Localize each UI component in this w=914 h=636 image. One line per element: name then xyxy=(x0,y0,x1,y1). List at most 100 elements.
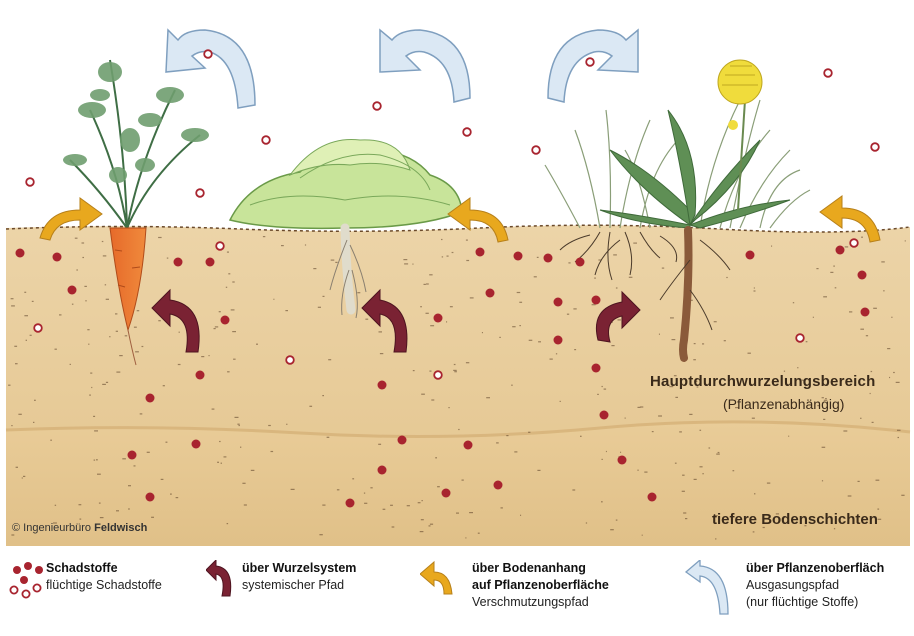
soil-speck xyxy=(105,284,106,285)
soil-speck xyxy=(116,510,119,511)
soil-speck xyxy=(140,413,143,414)
soil-speck xyxy=(88,344,89,345)
volatile-pollutant-dot xyxy=(586,58,594,66)
soil-speck xyxy=(876,480,880,481)
volatile-pollutant-dot xyxy=(434,371,442,379)
soil-speck xyxy=(724,340,726,341)
soil-speck xyxy=(263,236,265,237)
soil-speck xyxy=(331,260,335,261)
soil-speck xyxy=(538,341,541,342)
soil-speck xyxy=(496,442,499,443)
soil-speck xyxy=(244,504,247,505)
soil-speck xyxy=(573,308,576,309)
soil-speck xyxy=(404,263,408,264)
soil-speck xyxy=(877,509,879,510)
soil-speck xyxy=(322,505,325,506)
soil-speck xyxy=(221,463,222,464)
soil-speck xyxy=(379,331,383,332)
soil-speck xyxy=(215,326,218,327)
soil-speck xyxy=(426,313,429,314)
soil-speck xyxy=(421,394,425,395)
soil-speck xyxy=(816,268,818,269)
soil-speck xyxy=(718,452,720,453)
pollutant-dot xyxy=(464,441,473,450)
pollutant-dot xyxy=(16,249,25,258)
soil-speck xyxy=(715,538,716,539)
soil-speck xyxy=(76,269,78,270)
pollutant-dot xyxy=(476,248,485,257)
soil-speck xyxy=(8,385,10,386)
soil-speck xyxy=(430,524,433,525)
soil-speck xyxy=(322,395,324,396)
legend-pollutants-title: Schadstoffe xyxy=(46,560,162,577)
volatile-pollutant-dot xyxy=(196,189,204,197)
soil-speck xyxy=(580,436,582,437)
soil-speck xyxy=(441,239,443,240)
pollutant-dot xyxy=(378,381,387,390)
volatile-pollutant-dot xyxy=(204,50,212,58)
soil-speck xyxy=(499,337,501,338)
soil-speck xyxy=(905,240,906,241)
pollutant-dot xyxy=(554,298,563,307)
soil-speck xyxy=(424,284,426,285)
soil-speck xyxy=(34,400,36,401)
pollutant-dot xyxy=(576,258,585,267)
soil-speck xyxy=(318,307,321,308)
soil-speck xyxy=(412,264,413,265)
soil-speck xyxy=(87,329,89,330)
soil-speck xyxy=(179,332,180,333)
soil-speck xyxy=(611,345,614,346)
soil-speck xyxy=(134,465,136,466)
legend-root-sub: systemischer Pfad xyxy=(242,577,356,594)
soil-speck xyxy=(239,425,240,426)
soil-speck xyxy=(102,384,106,385)
volatile-pollutant-dot xyxy=(850,239,858,247)
pollutant-dot xyxy=(494,481,503,490)
pollutant-dot xyxy=(398,436,407,445)
pollutant-dot xyxy=(146,394,155,403)
soil-speck xyxy=(142,346,144,347)
soil-speck xyxy=(633,243,637,244)
soil-speck xyxy=(486,397,490,398)
soil-speck xyxy=(848,495,852,496)
soil-speck xyxy=(327,437,330,438)
soil-speck xyxy=(784,371,785,372)
pollutant-dot xyxy=(858,271,867,280)
soil-speck xyxy=(115,313,117,314)
soil-speck xyxy=(305,244,306,245)
soil-speck xyxy=(858,481,860,482)
soil-speck xyxy=(702,343,704,344)
legend-surface-sub: Ausgasungspfad xyxy=(746,577,884,594)
soil-speck xyxy=(97,474,101,475)
soil-speck xyxy=(871,371,873,372)
soil-speck xyxy=(237,424,239,425)
soil-speck xyxy=(90,373,92,374)
soil-speck xyxy=(319,534,322,535)
soil-speck xyxy=(32,301,34,302)
soil-speck xyxy=(16,467,18,468)
soil-speck xyxy=(514,451,517,452)
pollutant-dot xyxy=(514,252,523,261)
soil-speck xyxy=(82,257,84,258)
soil-speck xyxy=(30,335,32,336)
soil-speck xyxy=(860,329,864,330)
soil-speck xyxy=(352,478,354,479)
soil-speck xyxy=(685,518,687,519)
soil-speck xyxy=(435,457,437,458)
soil-speck xyxy=(893,372,895,373)
soil-speck xyxy=(407,505,410,506)
soil-speck xyxy=(100,517,104,518)
soil-speck xyxy=(442,256,443,257)
volatile-pollutant-dot xyxy=(286,356,294,364)
soil-speck xyxy=(602,386,603,387)
soil-speck xyxy=(364,503,367,504)
soil-speck xyxy=(72,304,74,305)
soil-speck xyxy=(797,367,798,368)
pollutant-dot xyxy=(206,258,215,267)
volatile-pollutant-dot xyxy=(824,69,832,77)
soil-speck xyxy=(833,266,835,267)
soil-speck xyxy=(80,519,82,520)
soil-speck xyxy=(469,512,473,513)
pollutant-dot xyxy=(600,411,609,420)
soil-speck xyxy=(106,382,108,383)
